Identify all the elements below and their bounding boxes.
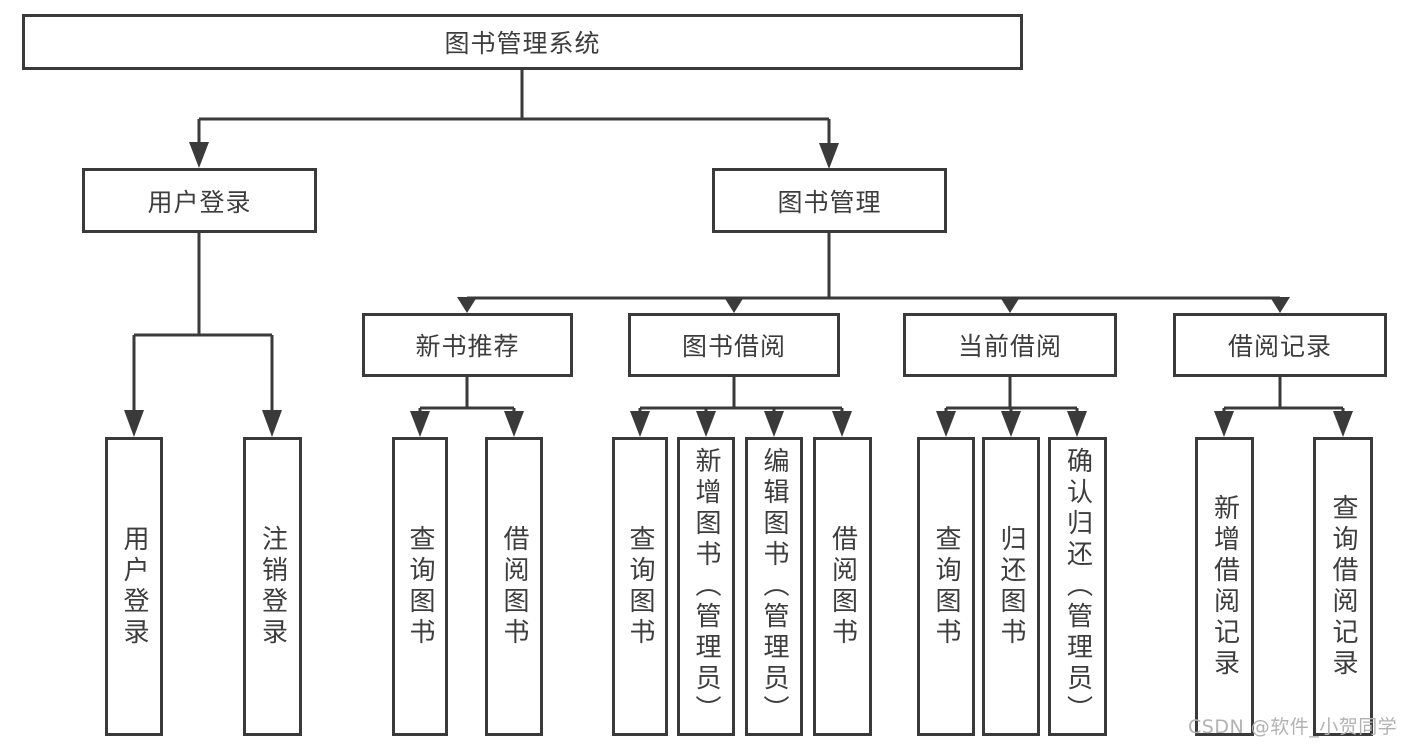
- node-book-management: 图书管理: [712, 168, 947, 233]
- arrow-to-new-book-recommend: [457, 297, 477, 313]
- node-book-borrow: 图书借阅: [628, 313, 840, 377]
- arrow-to-leaf-confirm-return: [1067, 411, 1087, 437]
- node-root: 图书管理系统: [22, 14, 1023, 70]
- arrow-to-user-login: [189, 142, 209, 168]
- leaf-logout: 注销登录: [243, 437, 302, 736]
- arrow-to-leaf-edit-book: [764, 411, 784, 437]
- connector-bookmgmt-bus: [467, 233, 1280, 300]
- arrow-to-leaf-add-record: [1214, 411, 1234, 437]
- leaf-query-books-recommend: 查询图书: [392, 437, 448, 736]
- leaf-borrow-books-recommend: 借阅图书: [485, 437, 543, 736]
- leaf-user-login: 用户登录: [105, 437, 163, 736]
- arrow-to-current-borrow: [1000, 297, 1020, 313]
- arrow-to-leaf-borrow-1: [504, 411, 524, 437]
- leaf-label: 查询图书: [625, 524, 655, 649]
- leaf-label: 确认归还（管理员）: [1062, 447, 1093, 726]
- arrow-to-leaf-query-2: [630, 411, 650, 437]
- connector-bookborrow-bus: [638, 377, 844, 411]
- leaf-label: 编辑图书（管理员）: [759, 447, 789, 726]
- connector-newrec-bus: [418, 377, 516, 411]
- leaf-label: 查询借阅记录: [1328, 493, 1358, 680]
- arrow-to-leaf-query-3: [936, 411, 956, 437]
- connector-currentborrow-bus: [944, 377, 1079, 411]
- arrow-to-borrow-records: [1270, 297, 1290, 313]
- leaf-label: 新增图书（管理员）: [691, 447, 721, 726]
- arrow-to-leaf-query-1: [410, 411, 430, 437]
- connector-userlogin-bus: [132, 233, 274, 410]
- leaf-query-books-current: 查询图书: [917, 437, 975, 736]
- node-user-login: 用户登录: [82, 168, 317, 233]
- arrow-to-leaf-logout: [262, 410, 282, 437]
- arrow-to-book-management: [819, 143, 839, 169]
- leaf-label: 借阅图书: [827, 524, 858, 649]
- connector-root-bus: [197, 70, 831, 143]
- leaf-edit-book-admin: 编辑图书（管理员）: [745, 437, 803, 736]
- watermark-text: CSDN @软件_小贺同学: [1188, 716, 1398, 738]
- arrow-to-leaf-add-book: [696, 411, 716, 437]
- connector-records-bus: [1222, 377, 1345, 411]
- arrowheads: [124, 142, 1353, 437]
- leaf-label: 注销登录: [257, 524, 288, 649]
- arrow-to-leaf-return: [1001, 411, 1021, 437]
- leaf-confirm-return-admin: 确认归还（管理员）: [1048, 437, 1107, 736]
- leaf-label: 归还图书: [996, 524, 1026, 649]
- leaf-return-book: 归还图书: [982, 437, 1040, 736]
- node-borrow-records: 借阅记录: [1173, 313, 1387, 377]
- leaf-add-book-admin: 新增图书（管理员）: [677, 437, 735, 736]
- leaf-query-borrow-record: 查询借阅记录: [1313, 437, 1373, 736]
- leaf-label: 新增借阅记录: [1209, 493, 1240, 680]
- leaf-add-borrow-record: 新增借阅记录: [1195, 437, 1254, 736]
- arrow-to-book-borrow: [724, 297, 744, 313]
- leaf-borrow-books-borrow: 借阅图书: [813, 437, 872, 736]
- node-new-book-recommend: 新书推荐: [362, 313, 573, 377]
- leaf-label: 查询图书: [931, 524, 961, 649]
- leaf-label: 用户登录: [119, 524, 149, 649]
- arrow-to-leaf-user-login: [124, 410, 144, 437]
- arrow-to-leaf-borrow-2: [832, 411, 852, 437]
- arrow-to-leaf-query-record: [1333, 411, 1353, 437]
- leaf-label: 查询图书: [405, 524, 435, 649]
- leaf-query-books-borrow: 查询图书: [612, 437, 668, 736]
- node-current-borrow: 当前借阅: [903, 313, 1117, 377]
- leaf-label: 借阅图书: [499, 524, 529, 649]
